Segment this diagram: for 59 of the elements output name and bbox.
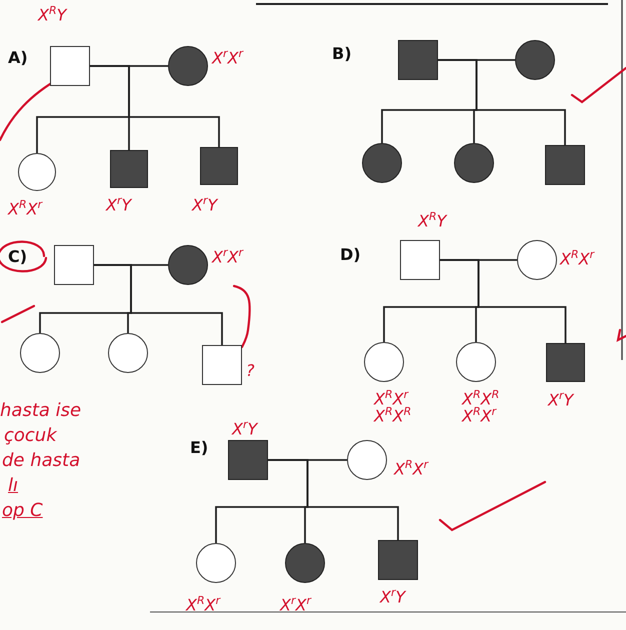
unaffected-female-symbol <box>196 543 236 583</box>
genotype-label: X$^{R}$X$^{r}$ <box>394 457 428 478</box>
affected-female-symbol <box>454 143 494 183</box>
panel-label: A) <box>8 48 28 67</box>
handwritten-note: de hasta <box>2 450 80 471</box>
pedigree-line <box>440 259 566 343</box>
affected-female-symbol <box>515 40 555 80</box>
genotype-label: X$^{r}$Y <box>548 388 574 408</box>
pedigree-line <box>90 65 220 147</box>
unaffected-male-symbol <box>50 46 90 86</box>
affected-male-symbol <box>378 540 418 580</box>
genotype-label: X$^{R}$Y <box>38 3 66 24</box>
affected-male-symbol <box>228 440 268 480</box>
handwritten-note: lı <box>8 475 18 496</box>
affected-female-symbol <box>168 245 208 285</box>
genotype-label: X$^{R}$X$^{r}$ <box>8 197 42 218</box>
question-mark: ? <box>246 362 254 379</box>
handwritten-note: çocuk <box>4 425 57 446</box>
genotype-label: X$^{r}$X$^{r}$ <box>280 593 311 614</box>
pedigree-line <box>268 459 399 540</box>
genotype-label: X$^{R}$X$^{r}$ <box>560 247 594 268</box>
pedigree-line <box>94 264 223 345</box>
affected-female-symbol <box>168 46 208 86</box>
panel-label: C) <box>8 247 28 266</box>
genotype-label: X$^{r}$Y <box>192 193 218 214</box>
affected-male-symbol <box>398 40 438 80</box>
unaffected-female-symbol <box>456 342 496 382</box>
unaffected-female-symbol <box>364 342 404 382</box>
panel-label: B) <box>332 44 352 63</box>
unaffected-female-symbol <box>18 153 56 191</box>
affected-male-symbol <box>546 343 585 382</box>
genotype-label: X$^{r}$Y <box>106 193 132 214</box>
genotype-label: X$^{R}$X$^{r}$ <box>374 387 408 408</box>
panel-label: E) <box>190 438 208 457</box>
handwritten-note: hasta ise <box>0 400 82 421</box>
genotype-label: X$^{r}$X$^{r}$ <box>212 245 243 266</box>
unaffected-male-symbol <box>400 240 440 280</box>
affected-male-symbol <box>200 147 238 185</box>
unaffected-female-symbol <box>20 333 60 373</box>
affected-male-symbol <box>545 145 585 185</box>
genotype-label: X$^{r}$X$^{r}$ <box>212 46 243 66</box>
affected-female-symbol <box>285 543 325 583</box>
genotype-label: X$^{R}$X$^{r}$ <box>462 404 496 424</box>
genotype-label: X$^{R}$X$^{R}$ <box>374 404 412 424</box>
unaffected-male-symbol <box>202 345 242 385</box>
unaffected-female-symbol <box>108 333 148 373</box>
pedigree-line <box>438 59 566 145</box>
genotype-label: X$^{R}$X$^{r}$ <box>186 593 220 614</box>
unaffected-male-symbol <box>54 245 94 285</box>
genotype-label: X$^{R}$X$^{R}$ <box>462 387 500 408</box>
unaffected-female-symbol <box>347 440 387 480</box>
affected-female-symbol <box>362 143 402 183</box>
panel-label: D) <box>340 245 361 264</box>
genotype-label: X$^{r}$Y <box>380 585 406 606</box>
handwritten-note: op C <box>2 500 43 521</box>
genotype-label: X$^{R}$Y <box>418 209 446 230</box>
unaffected-female-symbol <box>517 240 557 280</box>
genotype-label: X$^{r}$Y <box>232 417 258 438</box>
affected-male-symbol <box>110 150 148 188</box>
